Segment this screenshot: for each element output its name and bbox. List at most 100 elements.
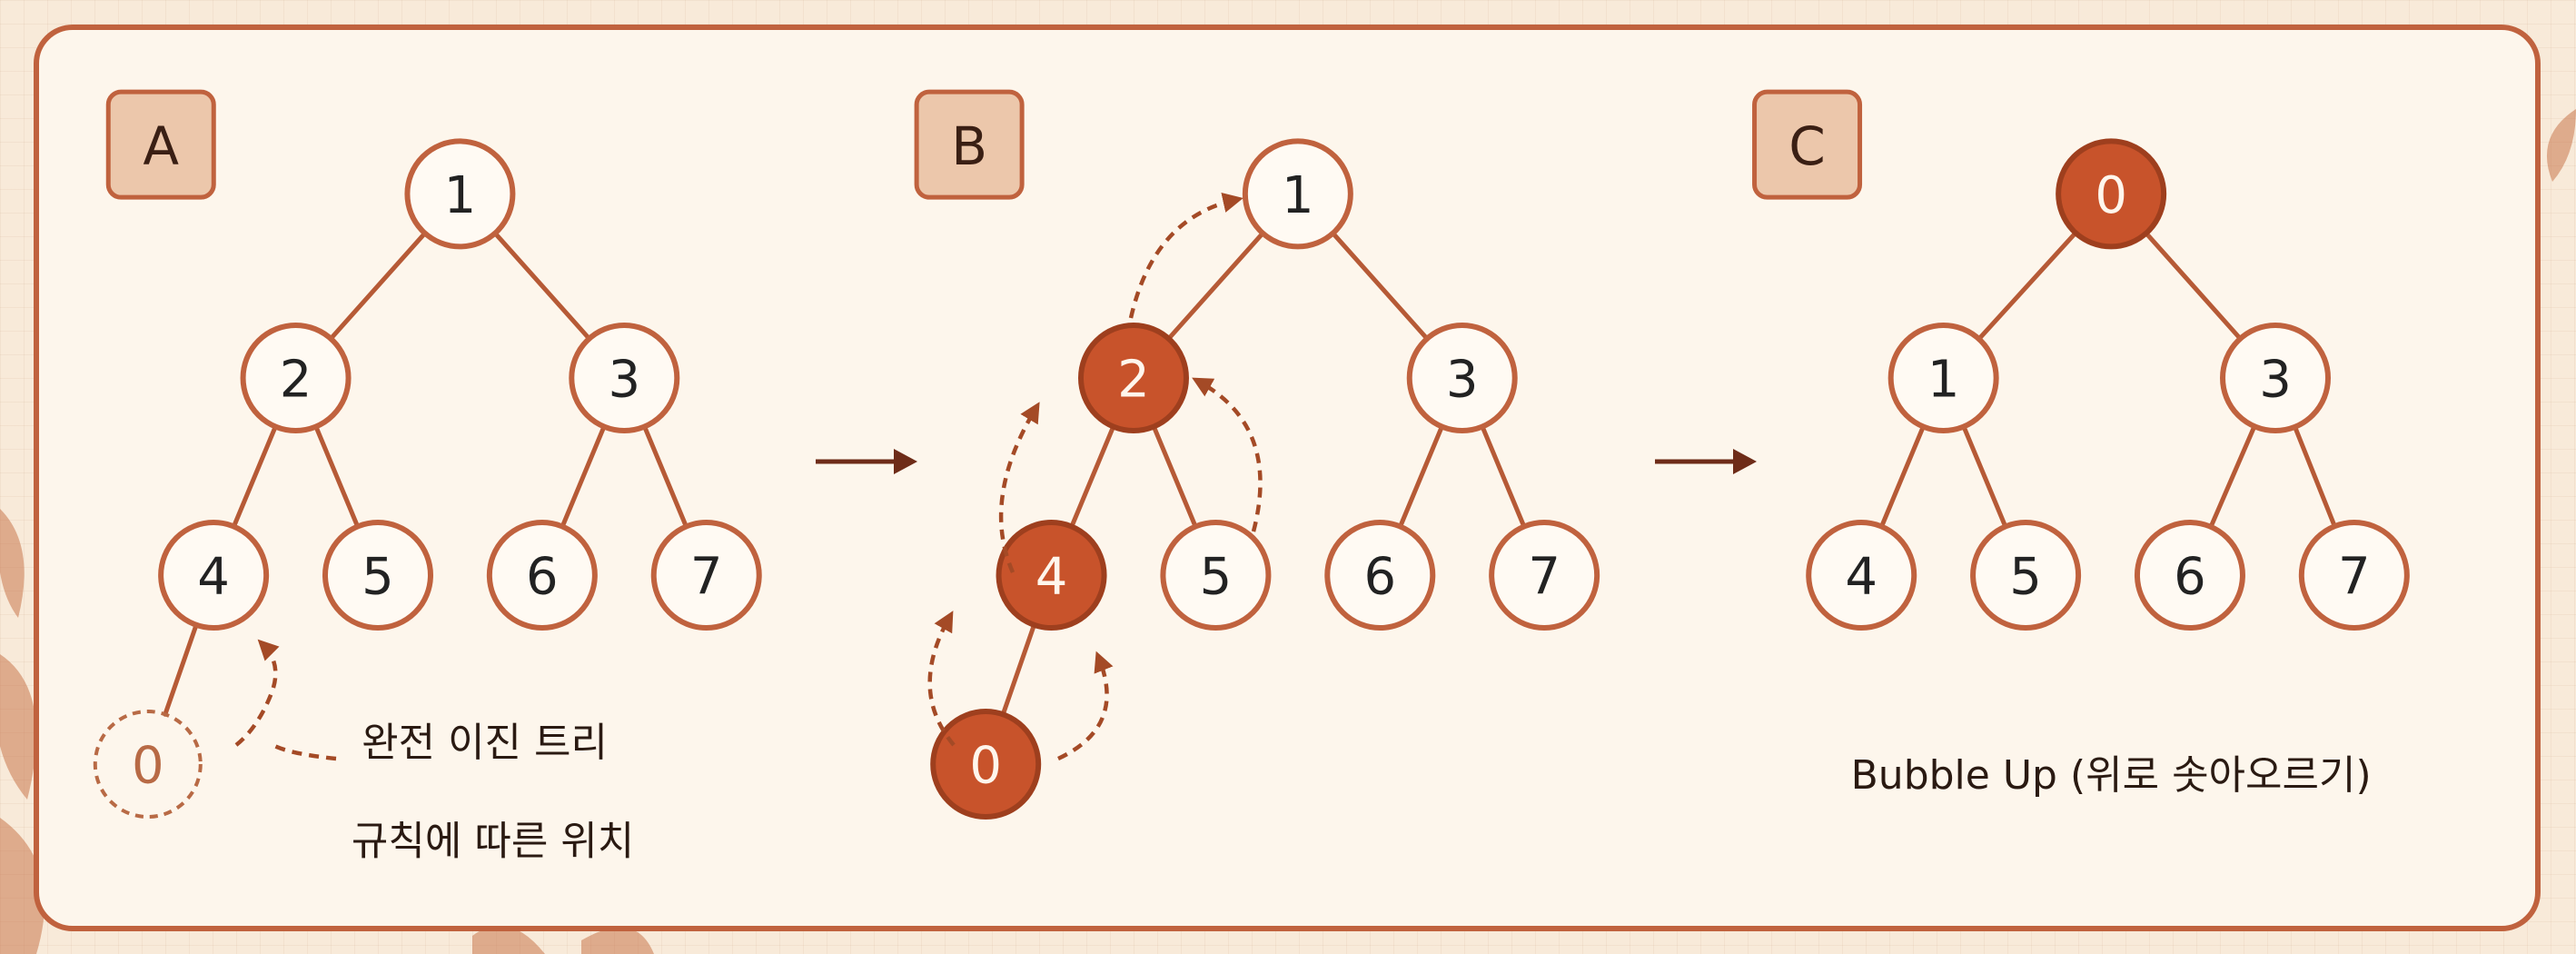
node-label: 6 — [1363, 548, 1396, 607]
tree-edge — [2293, 424, 2337, 529]
leaf-decoration — [0, 818, 45, 954]
node-label: 5 — [2009, 548, 2042, 607]
node-circle — [1324, 520, 1436, 631]
tree-node: 0 — [2056, 138, 2167, 250]
tree-node: 4 — [996, 520, 1107, 631]
tree-edge — [1069, 424, 1116, 529]
node-circle — [1242, 138, 1353, 250]
tree-node: 4 — [1806, 520, 1917, 631]
tree-node: 7 — [650, 520, 762, 631]
node-label: 4 — [197, 548, 230, 607]
decorative-leaves — [0, 109, 2576, 954]
tree-edge — [1961, 424, 2008, 529]
node-label: 3 — [1446, 350, 1479, 409]
diagram-panel — [34, 25, 2541, 931]
node-circle — [2134, 520, 2245, 631]
node-label: 3 — [2259, 350, 2292, 409]
tree-edge — [642, 424, 689, 529]
flow-arrow-a-to-b — [816, 449, 917, 474]
node-circle — [93, 710, 203, 820]
tree-node: 6 — [2134, 520, 2245, 631]
tree-node: 3 — [1406, 322, 1518, 433]
panel-b-badge: B — [914, 89, 1025, 200]
tree-node: 2 — [240, 322, 352, 433]
badge-label: A — [143, 115, 179, 177]
tree-node: 1 — [1887, 322, 1999, 433]
node-label: 7 — [1528, 548, 1560, 607]
tree-node: 1 — [404, 138, 516, 250]
tree-node: 3 — [569, 322, 680, 433]
tree-edge — [1879, 424, 1926, 529]
node-label: 4 — [1845, 548, 1878, 607]
node-label: 6 — [526, 548, 559, 607]
tree-node: 1 — [1242, 138, 1353, 250]
tree-node: 6 — [486, 520, 598, 631]
node-label: 7 — [2338, 548, 2371, 607]
dashed-arrow — [1057, 651, 1114, 761]
node-circle — [1806, 520, 1917, 631]
node-circle — [486, 520, 598, 631]
tree-edge — [2144, 231, 2243, 342]
tree-edge — [1480, 424, 1527, 529]
badge-label: B — [951, 115, 987, 177]
badge-box — [1752, 89, 1863, 200]
leaf-decoration — [0, 654, 36, 800]
panel-c-badge: C — [1752, 89, 1863, 200]
tree-node: 0 — [93, 710, 203, 820]
tree-node: 7 — [1489, 520, 1600, 631]
node-label: 5 — [362, 548, 394, 607]
leaf-decoration — [2546, 109, 2576, 182]
tree-edge — [163, 622, 199, 717]
dashed-arrow — [998, 402, 1040, 573]
tree-edge — [328, 231, 428, 342]
node-circle — [1887, 322, 1999, 433]
badge-box — [914, 89, 1025, 200]
node-label: 3 — [608, 350, 640, 409]
panel-a-caption: 규칙에 따른 위치 — [352, 819, 634, 865]
node-circle — [650, 520, 762, 631]
tree-node: 3 — [2220, 322, 2332, 433]
tree-node: 2 — [1077, 322, 1189, 433]
tree-edge — [1398, 424, 1444, 529]
node-circle — [1077, 322, 1189, 433]
node-label: 1 — [444, 166, 477, 225]
badge-label: C — [1788, 115, 1826, 177]
node-circle — [1406, 322, 1518, 433]
panel-a-badge: A — [105, 89, 216, 200]
leaf-decoration — [0, 509, 25, 618]
node-circle — [2220, 322, 2332, 433]
leaf-decoration — [472, 925, 545, 954]
node-circle — [404, 138, 516, 250]
tree-node: 5 — [322, 520, 433, 631]
tree-edge — [2208, 423, 2257, 530]
node-circle — [240, 322, 352, 433]
tree-node: 5 — [1970, 520, 2082, 631]
tree-edge — [492, 231, 592, 342]
node-circle — [996, 520, 1107, 631]
node-label: 6 — [2174, 548, 2206, 607]
node-label: 2 — [280, 350, 312, 409]
tree-edge — [1000, 622, 1036, 717]
panel-a-caption: 완전 이진 트리 — [362, 720, 608, 766]
tree-edge — [1151, 424, 1198, 529]
tree-edge — [1166, 231, 1265, 342]
node-label: 0 — [969, 737, 1002, 796]
node-label: 1 — [1282, 166, 1314, 225]
tree-node: 5 — [1160, 520, 1272, 631]
node-label: 0 — [132, 737, 164, 796]
tree-node: 4 — [158, 520, 270, 631]
tree-node: 0 — [930, 709, 1042, 820]
node-circle — [1160, 520, 1272, 631]
node-circle — [1489, 520, 1600, 631]
node-label: 7 — [690, 548, 723, 607]
dashed-arrow — [1128, 192, 1243, 319]
panel-c-caption: Bubble Up (위로 솟아오르기) — [1851, 752, 2372, 799]
tree-edge — [313, 424, 361, 529]
node-circle — [569, 322, 680, 433]
badge-box — [105, 89, 216, 200]
node-circle — [1970, 520, 2082, 631]
